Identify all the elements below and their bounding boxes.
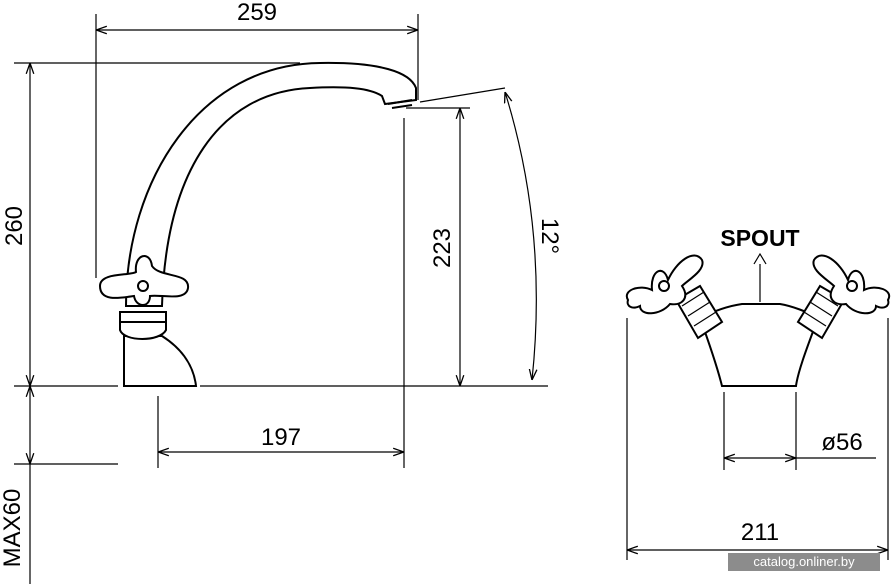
- spout-direction-arrow: [753, 252, 767, 302]
- faucet-base: [119, 311, 198, 387]
- dimension-height-total-label: 260: [1, 206, 28, 246]
- dimension-height-total: 260: [1, 63, 30, 386]
- dimension-width-total: 259: [96, 0, 418, 30]
- dimension-spout-reach-label: 197: [261, 424, 301, 451]
- front-right-valve: [796, 254, 891, 340]
- dimension-handle-span-label: 211: [741, 519, 779, 546]
- dimension-spout-angle: 12°: [505, 92, 563, 380]
- dimension-spout-reach: 197: [158, 424, 404, 452]
- dimension-spout-height: 223: [429, 108, 460, 386]
- dimension-spout-angle-label: 12°: [536, 218, 563, 254]
- watermark: catalog.onliner.by: [728, 553, 880, 571]
- watermark-text: catalog.onliner.by: [753, 554, 855, 569]
- dimension-base-diameter: ø56: [724, 429, 876, 458]
- side-view-handle: [98, 255, 189, 306]
- dimension-handle-span: 211: [626, 318, 889, 560]
- dimension-max-thickness: MAX60: [0, 386, 30, 584]
- spout-label: SPOUT: [720, 225, 799, 251]
- extension-lines: [14, 14, 548, 468]
- front-left-valve: [625, 254, 724, 340]
- dimension-base-diameter-label: ø56: [821, 429, 862, 456]
- front-view: SPOUT: [625, 225, 891, 560]
- dimension-max-thickness-label: MAX60: [0, 489, 26, 568]
- front-body: [698, 303, 820, 470]
- dimension-width-total-label: 259: [237, 0, 277, 26]
- dimension-spout-height-label: 223: [429, 228, 456, 268]
- side-view: 259 260 223 12° 197 MAX60: [0, 0, 563, 584]
- faucet-spout: [124, 61, 417, 307]
